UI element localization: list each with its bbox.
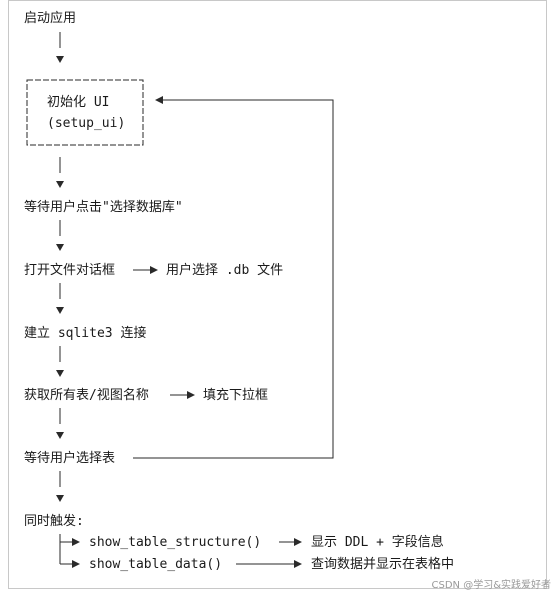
down-arrow-icon [56,370,64,377]
right-arrow-icon [150,266,158,274]
result-query-data: 查询数据并显示在表格中 [311,556,454,572]
right-arrow-icon [294,538,302,546]
step-init-label: 初始化 UI [47,95,109,110]
down-arrow-icon [56,432,64,439]
step-wait-click: 等待用户点击"选择数据库" [24,199,183,215]
watermark: CSDN @学习&实践爱好者 [432,578,552,591]
step-connect: 建立 sqlite3 连接 [24,325,146,341]
down-arrow-icon [56,495,64,502]
right-arrow-icon [294,560,302,568]
step-trigger: 同时触发: [24,513,84,529]
loop-back-line [133,99,334,459]
down-arrow-icon [56,244,64,251]
step-start: 启动应用 [24,10,76,26]
step-open-dialog: 打开文件对话框 [24,263,115,278]
down-arrow-icon [56,307,64,314]
call-show-table-data: show_table_data() [89,557,222,572]
step-init-function: (setup_ui) [47,116,125,131]
step-user-select-db: 用户选择 .db 文件 [166,262,283,278]
result-show-ddl: 显示 DDL + 字段信息 [311,534,444,550]
step-fill-dropdown: 填充下拉框 [203,387,268,403]
init-box [26,79,144,146]
diagram-frame [8,0,547,589]
right-arrow-icon [72,560,80,568]
right-arrow-icon [72,538,80,546]
down-arrow-icon [56,181,64,188]
step-wait-select-table: 等待用户选择表 [24,450,115,466]
right-arrow-icon [187,391,195,399]
step-fetch-tables: 获取所有表/视图名称 [24,387,149,403]
left-arrow-icon [155,96,163,104]
call-show-table-structure: show_table_structure() [89,535,261,550]
down-arrow-icon [56,56,64,63]
